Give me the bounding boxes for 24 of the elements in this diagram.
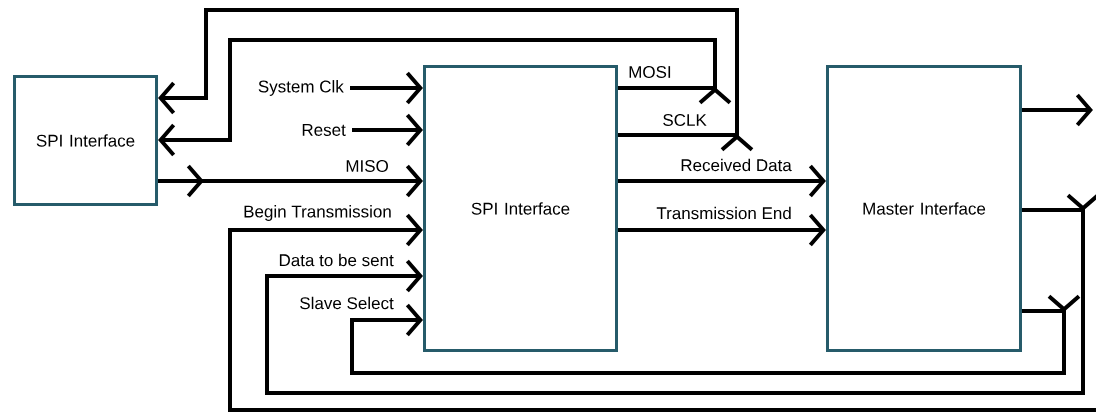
- arrow: [350, 71, 423, 105]
- edge-label: MISO: [346, 159, 388, 172]
- arrow: [265, 193, 1096, 395]
- edge-label: MOSI: [629, 65, 671, 78]
- block-box: SPI Interface: [13, 75, 158, 206]
- edge-label: Begin Transmission: [244, 205, 391, 221]
- block-box: SPI Interface: [423, 65, 618, 352]
- edge-label: System Clk: [258, 80, 344, 96]
- edge-label: Data to be sent: [279, 253, 394, 267]
- arrow: [158, 38, 732, 157]
- block-box: Master Interface: [826, 65, 1022, 352]
- arrow: [1022, 93, 1093, 127]
- arrow: [350, 294, 1081, 375]
- arrow: [158, 8, 754, 152]
- arrow: [618, 164, 826, 198]
- edge-label: Slave Select: [300, 296, 394, 310]
- edge-label: Reset: [302, 124, 346, 136]
- arrow: [158, 164, 423, 198]
- edge-label: Received Data: [681, 158, 792, 172]
- arrow: [228, 213, 1096, 412]
- arrow: [618, 213, 826, 247]
- edge-label: SCLK: [663, 113, 707, 126]
- edge-label: Transmission End: [656, 206, 791, 220]
- arrow: [352, 113, 423, 147]
